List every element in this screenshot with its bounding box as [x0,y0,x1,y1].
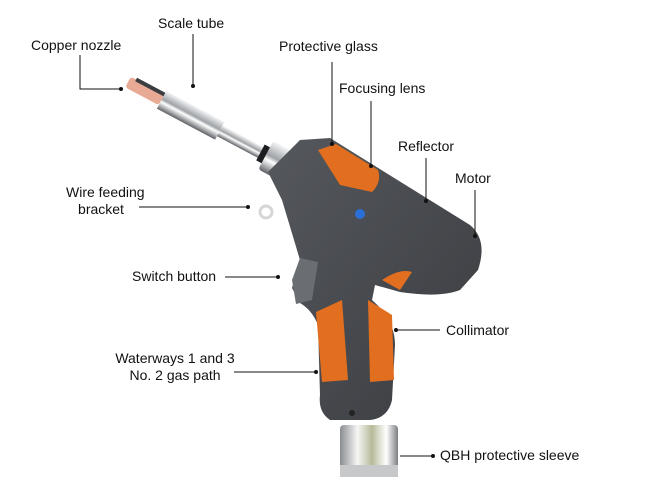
switch-button-shape [292,258,318,304]
grip-panel-left [316,300,348,382]
label-focusing-lens: Focusing lens [339,80,426,96]
label-wire-feeding-line2: bracket [78,201,124,217]
label-waterways-line1: Waterways 1 and 3 [115,350,235,366]
label-scale-tube: Scale tube [158,15,225,31]
grip-panel-right [368,300,394,382]
label-waterways-gas-path: Waterways 1 and 3 No. 2 gas path [110,350,240,384]
protective-glass-cover [318,144,380,192]
brand-logo-icon [355,209,365,219]
label-wire-feeding-line1: Wire feeding [66,184,145,200]
label-wire-feeding-bracket: Wire feeding bracket [66,184,145,218]
scale-tube-shape [156,91,225,140]
label-qbh-protective-sleeve: QBH protective sleeve [440,447,580,463]
label-collimator: Collimator [446,322,510,338]
label-waterways-line2: No. 2 gas path [129,367,221,383]
label-motor: Motor [455,170,491,186]
wire-bracket-shape [258,204,274,220]
label-protective-glass: Protective glass [279,38,378,54]
label-copper-nozzle: Copper nozzle [31,37,122,53]
qbh-sleeve-shape [340,425,398,477]
copper-nozzle-shape [126,77,164,105]
label-reflector: Reflector [398,138,455,154]
label-switch-button: Switch button [132,268,217,284]
